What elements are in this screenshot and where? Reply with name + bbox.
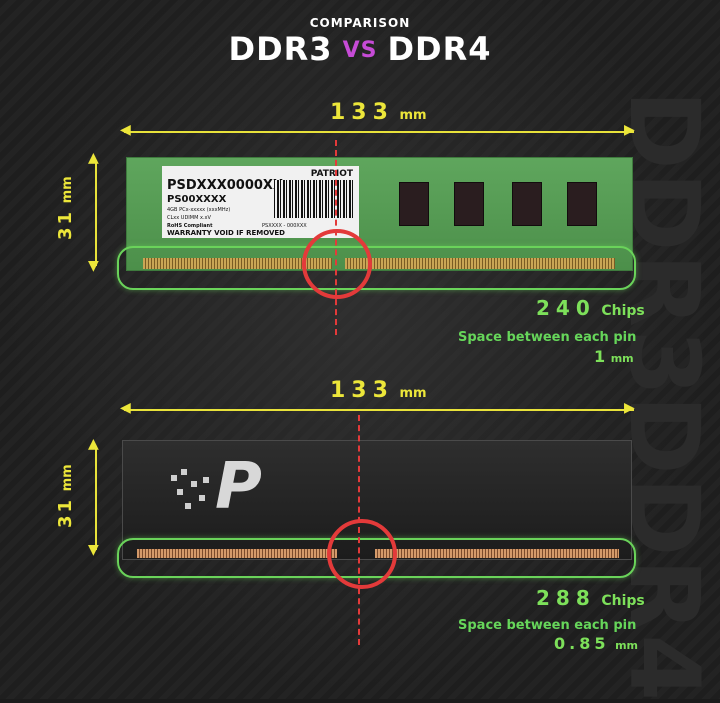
ddr3-width-label: 133 mm — [330, 100, 427, 125]
ddr3-pins-left — [143, 258, 332, 269]
page-title: DDR3 VS DDR4 — [0, 30, 720, 68]
ddr4-width-value: 133 — [330, 378, 394, 403]
ddr3-spacing-unit: mm — [610, 352, 634, 365]
title-left: DDR3 — [228, 30, 333, 68]
ddr3-pin-highlight — [117, 246, 636, 290]
ddr4-width-arrow-left: ◀ — [120, 400, 131, 416]
ddr4-height-unit: mm — [60, 464, 75, 492]
memory-chip — [399, 182, 429, 226]
header-kicker: COMPARISON — [309, 16, 411, 30]
ddr3-chips: 240 Chips — [536, 296, 645, 320]
ddr4-width-unit: mm — [399, 386, 427, 401]
ddr3-chips-value: 240 — [536, 296, 596, 320]
ddr4-logo-dots — [171, 469, 215, 519]
sticker-part: PS00XXXX — [167, 194, 227, 205]
ddr4-chips-value: 288 — [536, 586, 596, 610]
sticker-spec2: CLxx UDIMM x.xV — [167, 215, 211, 221]
memory-chip — [454, 182, 484, 226]
ddr4-spacing-value: 0.85 — [554, 634, 610, 653]
ddr3-height-arrow-bottom: ▼ — [88, 258, 99, 274]
ddr3-height-arrow-top: ▲ — [88, 150, 99, 166]
ddr4-chips-unit: Chips — [601, 593, 645, 609]
ddr4-height-arrow — [95, 446, 97, 550]
ddr4-width-arrow-right: ▶ — [624, 400, 635, 416]
memory-chip — [567, 182, 597, 226]
ddr4-pins-left — [137, 549, 337, 558]
ddr4-height-label: 31 mm — [55, 464, 76, 528]
sticker-rohs: RoHS Compliant — [167, 223, 213, 229]
ddr3-width-unit: mm — [399, 108, 427, 123]
ddr3-width-arrow — [124, 131, 634, 133]
ddr4-pins-right — [375, 549, 619, 558]
sticker-spec1: 4GB PCx-xxxxx (xxxMHz) — [167, 207, 231, 213]
ddr3-module: PATRIOT PSDXXX0000XX PS00XXXX 4GB PCx-xx… — [126, 157, 633, 271]
ddr4-height-arrow-top: ▲ — [88, 436, 99, 452]
sticker-code: PSXXXX - 000XXX — [262, 223, 307, 229]
ddr3-spacing-value: 1 — [594, 347, 606, 366]
ddr3-chips-unit: Chips — [601, 303, 645, 319]
ddr3-spacing-label: Space between each pin — [458, 330, 637, 345]
ddr4-spacing-label: Space between each pin — [458, 618, 637, 633]
sticker-warranty: WARRANTY VOID IF REMOVED — [167, 229, 285, 237]
ddr4-chips: 288 Chips — [536, 586, 645, 610]
ddr4-width-label: 133 mm — [330, 378, 427, 403]
ddr3-width-arrow-left: ◀ — [120, 122, 131, 138]
ddr3-height-unit: mm — [60, 176, 75, 204]
sticker-barcode — [274, 180, 354, 218]
ddr3-pins-right — [345, 258, 615, 269]
ddr3-height-value: 31 — [55, 208, 76, 240]
sticker-brand: PATRIOT — [310, 169, 353, 179]
ddr4-logo: P — [215, 450, 262, 524]
ddr3-width-value: 133 — [330, 100, 394, 125]
title-vs: VS — [342, 38, 378, 63]
ddr4-height-value: 31 — [55, 496, 76, 528]
sticker-model: PSDXXX0000XX — [167, 178, 283, 193]
memory-chip — [512, 182, 542, 226]
ddr3-notch-circle — [302, 229, 372, 299]
ddr4-notch-circle — [327, 519, 397, 589]
ddr3-height-arrow — [95, 160, 97, 266]
ddr3-width-arrow-right: ▶ — [624, 122, 635, 138]
ddr3-sticker: PATRIOT PSDXXX0000XX PS00XXXX 4GB PCx-xx… — [162, 166, 359, 238]
ddr4-spacing-unit: mm — [615, 639, 638, 652]
ddr3-height-label: 31 mm — [55, 176, 76, 240]
ddr4-height-arrow-bottom: ▼ — [88, 542, 99, 558]
title-right: DDR4 — [387, 30, 492, 68]
ddr4-width-arrow — [124, 409, 634, 411]
ddr3-spacing: 1 mm — [594, 347, 634, 366]
ddr4-spacing: 0.85 mm — [554, 634, 638, 653]
